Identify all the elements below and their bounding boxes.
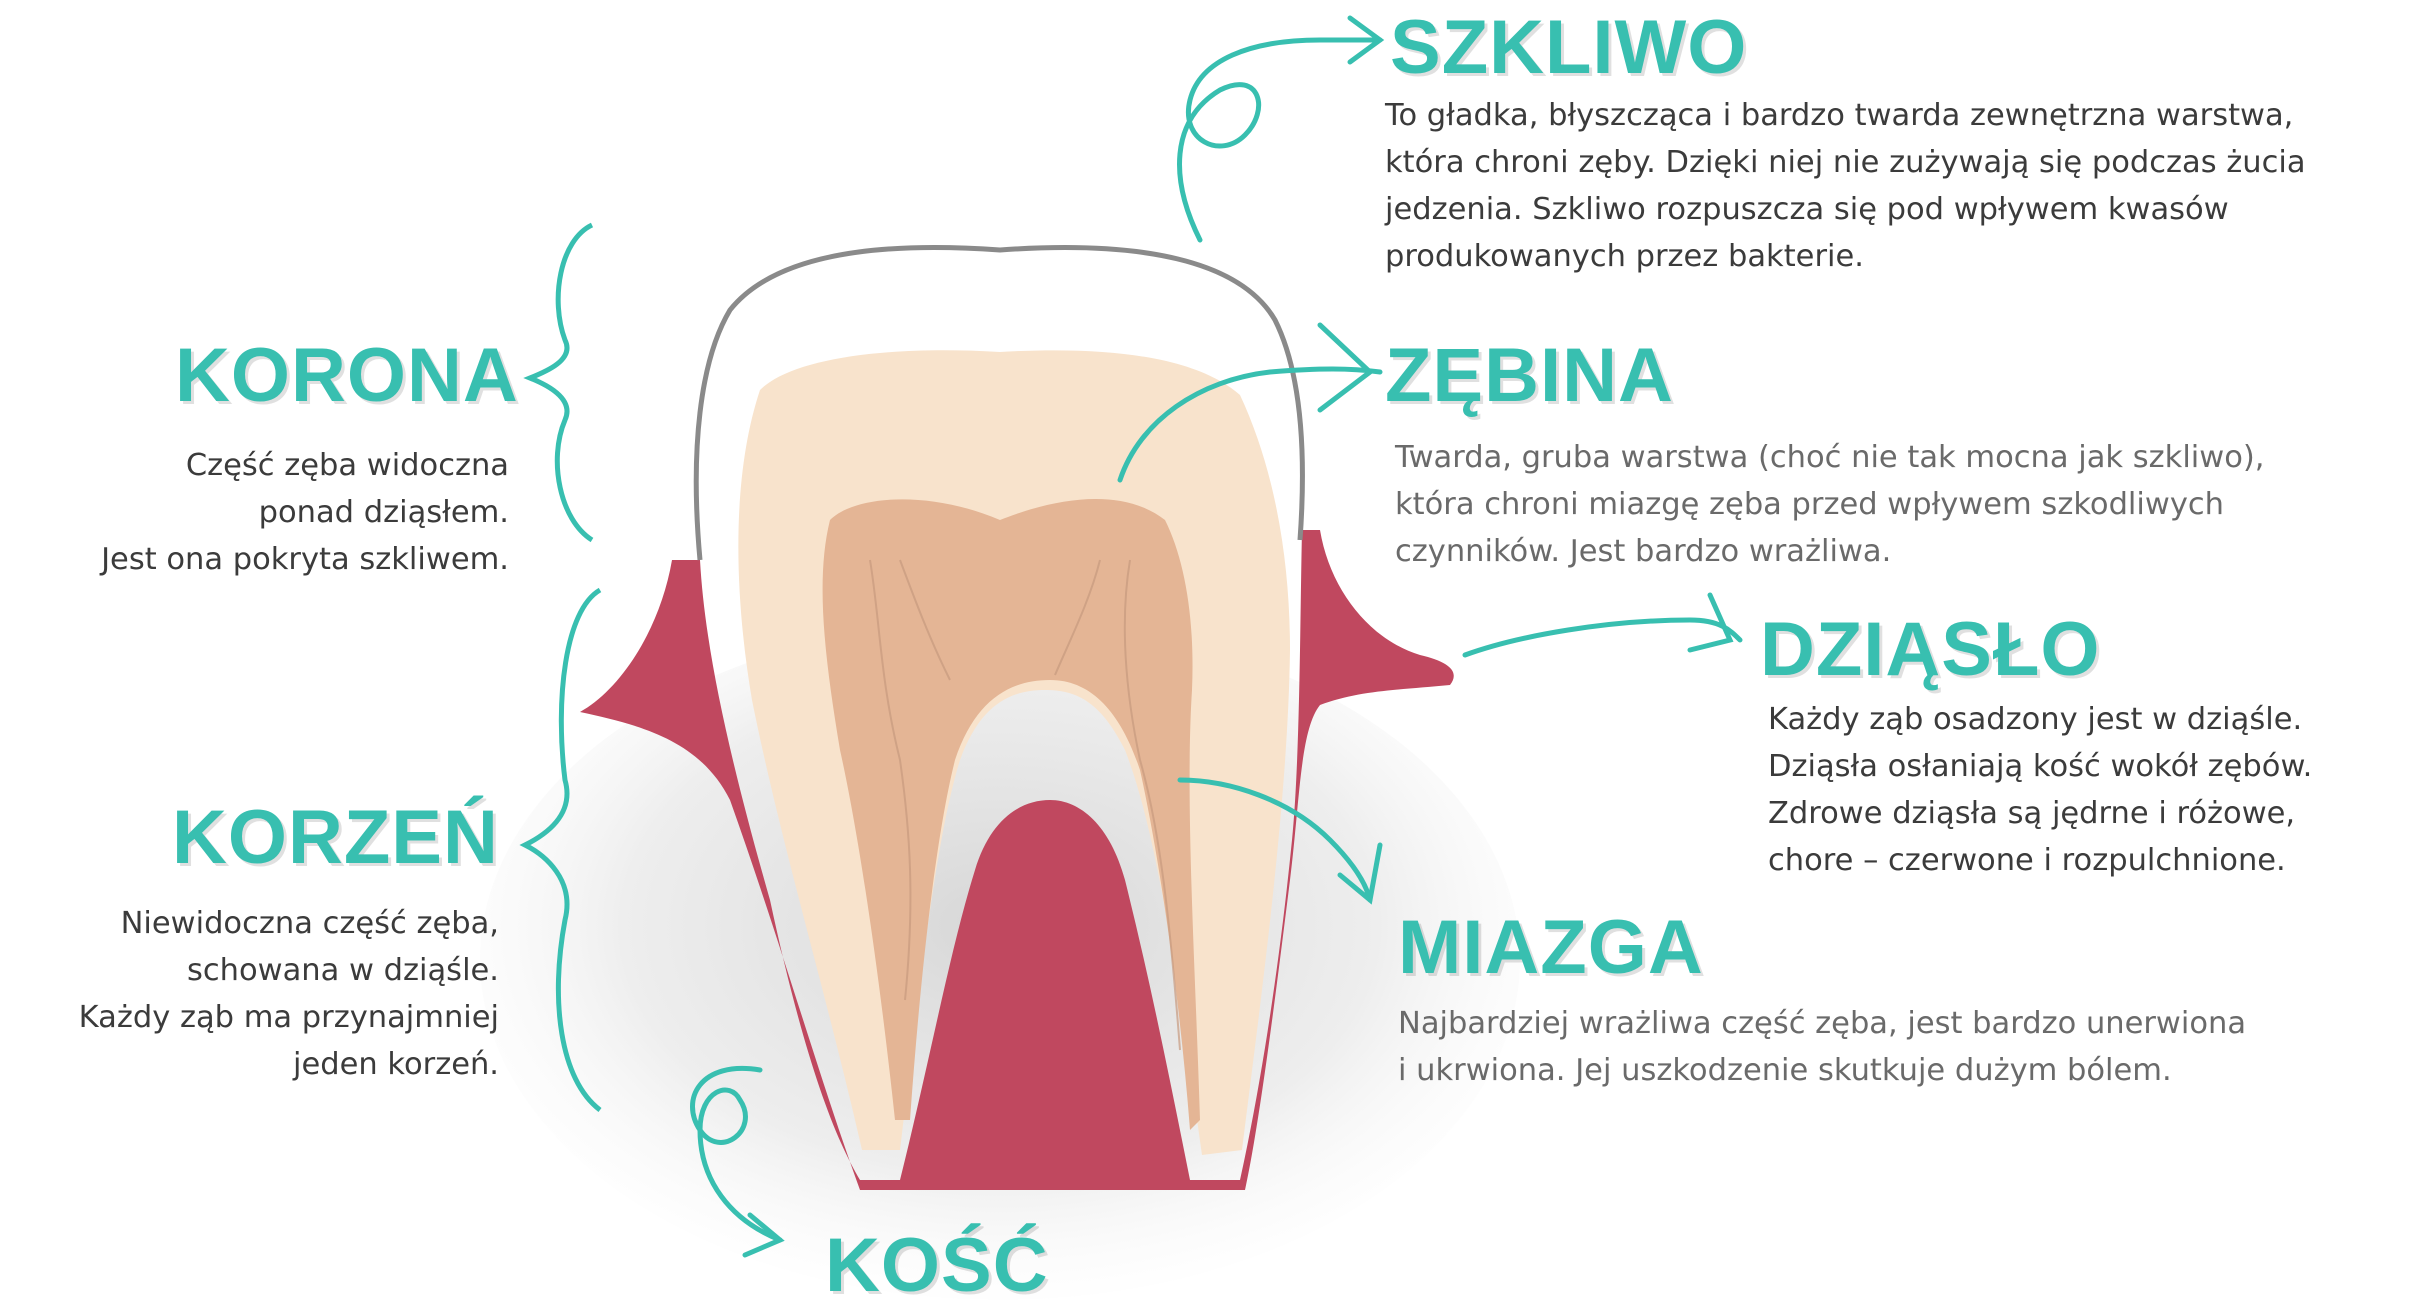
desc-zebina: Twarda, gruba warstwa (choć nie tak mocn… [1395, 434, 2264, 575]
bracket-korona [530, 225, 592, 540]
desc-line: Twarda, gruba warstwa (choć nie tak mocn… [1395, 434, 2264, 481]
heading-zebina: ZĘBINA [1385, 338, 1674, 414]
heading-korzen: KORZEŃ [172, 800, 499, 876]
desc-line: i ukrwiona. Jej uszkodzenie skutkuje duż… [1398, 1047, 2246, 1094]
desc-line: która chroni miazgę zęba przed wpływem s… [1395, 481, 2264, 528]
desc-dziaslo: Każdy ząb osadzony jest w dziąśle. Dziąs… [1768, 696, 2312, 884]
desc-line: To gładka, błyszcząca i bardzo twarda ze… [1385, 92, 2306, 139]
desc-szkliwo: To gładka, błyszcząca i bardzo twarda ze… [1385, 92, 2306, 280]
heading-szkliwo: SZKLIWO [1390, 10, 1747, 86]
desc-line: czynników. Jest bardzo wrażliwa. [1395, 528, 2264, 575]
desc-korzen: Niewidoczna część zęba, schowana w dziąś… [79, 900, 499, 1088]
desc-line: Część zęba widoczna [101, 442, 509, 489]
desc-line: Najbardziej wrażliwa część zęba, jest ba… [1398, 1000, 2246, 1047]
desc-line: jedzenia. Szkliwo rozpuszcza się pod wpł… [1385, 186, 2306, 233]
arrow-szkliwo [1180, 40, 1380, 240]
heading-miazga: MIAZGA [1398, 910, 1704, 986]
heading-korona: KORONA [175, 338, 519, 414]
desc-line: Niewidoczna część zęba, [79, 900, 499, 947]
desc-line: Jest ona pokryta szkliwem. [101, 536, 509, 583]
desc-line: Zdrowe dziąsła są jędrne i różowe, [1768, 790, 2312, 837]
heading-kosc: KOŚĆ [825, 1228, 1049, 1304]
desc-line: ponad dziąsłem. [101, 489, 509, 536]
desc-line: produkowanych przez bakterie. [1385, 233, 2306, 280]
desc-line: Dziąsła osłaniają kość wokół zębów. [1768, 743, 2312, 790]
heading-dziaslo: DZIĄSŁO [1760, 612, 2101, 688]
desc-line: Każdy ząb osadzony jest w dziąśle. [1768, 696, 2312, 743]
desc-line: jeden korzeń. [79, 1041, 499, 1088]
desc-line: Każdy ząb ma przynajmniej [79, 994, 499, 1041]
desc-line: schowana w dziąśle. [79, 947, 499, 994]
desc-line: chore – czerwone i rozpulchnione. [1768, 837, 2312, 884]
desc-miazga: Najbardziej wrażliwa część zęba, jest ba… [1398, 1000, 2246, 1094]
desc-korona: Część zęba widoczna ponad dziąsłem. Jest… [101, 442, 509, 583]
desc-line: która chroni zęby. Dzięki niej nie zużyw… [1385, 139, 2306, 186]
